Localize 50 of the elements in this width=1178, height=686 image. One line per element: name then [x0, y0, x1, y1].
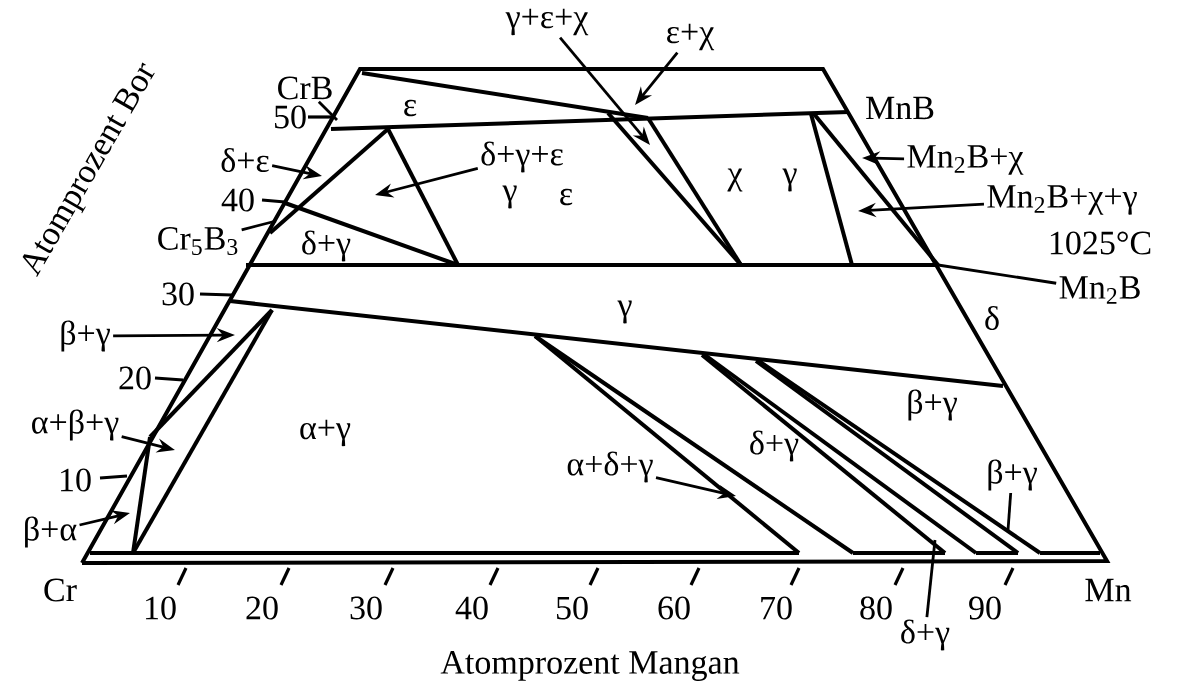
axis-title: Atomprozent Mangan — [440, 651, 740, 681]
phase-label: γ — [617, 300, 632, 324]
phase-label: δ — [985, 305, 999, 331]
leader-line — [241, 219, 277, 232]
tick-label: 60 — [658, 596, 690, 620]
phase-label: Mn$_{2}$B — [1059, 276, 1140, 304]
corner-label: MnB — [866, 96, 934, 120]
tick-label: 50 — [557, 596, 588, 620]
corner-label: Mn — [1085, 578, 1132, 602]
leader-line — [1006, 492, 1013, 531]
phase-label: δ+γ — [302, 230, 351, 262]
tick-label: 20 — [119, 366, 151, 390]
phase-label: γ+ε+χ — [505, 8, 589, 36]
tick-label: 80 — [860, 596, 892, 620]
tick-label: 10 — [61, 468, 91, 492]
leader-line — [317, 100, 338, 121]
phase-label: α+β+γ — [32, 409, 119, 441]
tick-label: 10 — [146, 596, 176, 620]
tick-label: 40 — [221, 188, 254, 212]
phase-label: δ+γ — [750, 430, 799, 462]
phase-label: χ — [727, 168, 743, 192]
tick-label: 20 — [246, 596, 278, 620]
phase-label: ε — [560, 188, 573, 206]
corner-label: Cr — [44, 578, 77, 602]
phase-label: Mn$_{2}$B+χ+γ — [987, 185, 1137, 215]
phase-label: Mn$_{2}$B+χ — [907, 145, 1024, 175]
phase-label: β+α — [25, 516, 77, 548]
temperature-label: 1025°C — [1050, 231, 1151, 255]
phase-label: β+γ — [908, 389, 957, 421]
phase-label: δ+γ — [901, 619, 950, 651]
phase-label: CrB — [278, 76, 332, 100]
phase-label: δ+γ+ε — [481, 141, 563, 173]
tick-label: 30 — [162, 282, 194, 306]
phase-label: ε — [404, 99, 417, 117]
phase-label: α+δ+γ — [567, 451, 653, 483]
leader-line — [937, 263, 1057, 285]
tick-label: 30 — [350, 596, 382, 620]
phase-label: δ+ε — [221, 147, 269, 173]
phase-label: γ — [502, 185, 517, 209]
tick-label: 70 — [761, 596, 792, 620]
phase-label: α+γ — [300, 419, 351, 447]
phase-label: β+γ — [988, 459, 1037, 491]
tick-label: 50 — [275, 105, 306, 129]
tick-label: 40 — [455, 596, 488, 620]
phase-label: β+γ — [61, 320, 110, 352]
tick-label: 90 — [969, 596, 1001, 620]
phase-label: ε+χ — [667, 23, 715, 51]
phase-label: Cr$_{5}$B$_{3}$ — [158, 227, 238, 255]
phase-label: γ — [782, 168, 797, 192]
leader-line — [925, 539, 937, 618]
